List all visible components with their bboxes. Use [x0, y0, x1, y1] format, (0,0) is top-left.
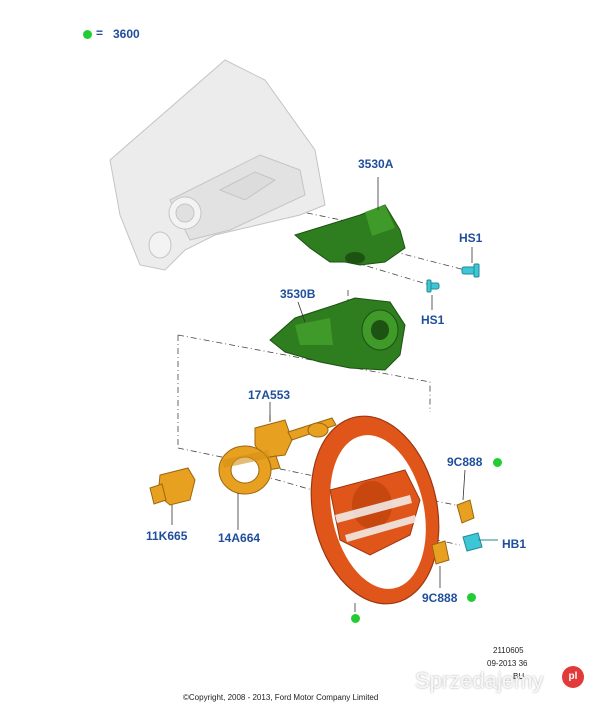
legend-code: 3600 — [113, 27, 140, 41]
lower-shroud-part — [269, 297, 406, 371]
legend-equals: = — [96, 26, 104, 40]
screw-hs1-upper — [461, 263, 480, 278]
reference-code: BU — [513, 672, 525, 681]
switch-9c888-upper — [456, 499, 475, 524]
clockspring-part — [218, 445, 272, 495]
instrument-panel-ghost — [109, 59, 326, 271]
label-11k665: 11K665 — [146, 529, 188, 543]
clip-hb1 — [462, 532, 498, 552]
legend-dot — [83, 30, 92, 39]
upper-shroud-part — [293, 204, 406, 266]
label-14a664: 14A664 — [218, 531, 261, 545]
label-3530a: 3530A — [358, 157, 394, 171]
label-hb1: HB1 — [502, 537, 527, 551]
marker-dot — [351, 614, 360, 623]
watermark-text: Sprzedajemy — [415, 668, 544, 693]
label-17a553: 17A553 — [248, 388, 291, 402]
label-hs1-lower: HS1 — [421, 313, 445, 327]
marker-dot — [467, 593, 476, 602]
indicator-switch-part — [149, 467, 196, 506]
guide-line — [177, 334, 431, 412]
reference-number: 2110605 — [493, 646, 524, 655]
switch-9c888-lower — [431, 540, 450, 565]
label-hs1-upper: HS1 — [459, 231, 483, 245]
screw-hs1-lower — [426, 279, 440, 293]
leader-line — [462, 469, 466, 501]
steering-wheel-part — [310, 415, 440, 605]
leader-line — [297, 301, 306, 323]
wiper-switch-part — [254, 417, 337, 471]
reference-date: 09-2013 36 — [487, 659, 528, 668]
copyright-notice: ©Copyright, 2008 - 2013, Ford Motor Comp… — [183, 693, 379, 702]
leader-lines — [171, 177, 473, 612]
label-9c888-lower: 9C888 — [422, 591, 458, 605]
label-3530b: 3530B — [280, 287, 316, 301]
marker-dot — [493, 458, 502, 467]
watermark-logo: pl — [562, 666, 584, 688]
label-9c888-upper: 9C888 — [447, 455, 483, 469]
